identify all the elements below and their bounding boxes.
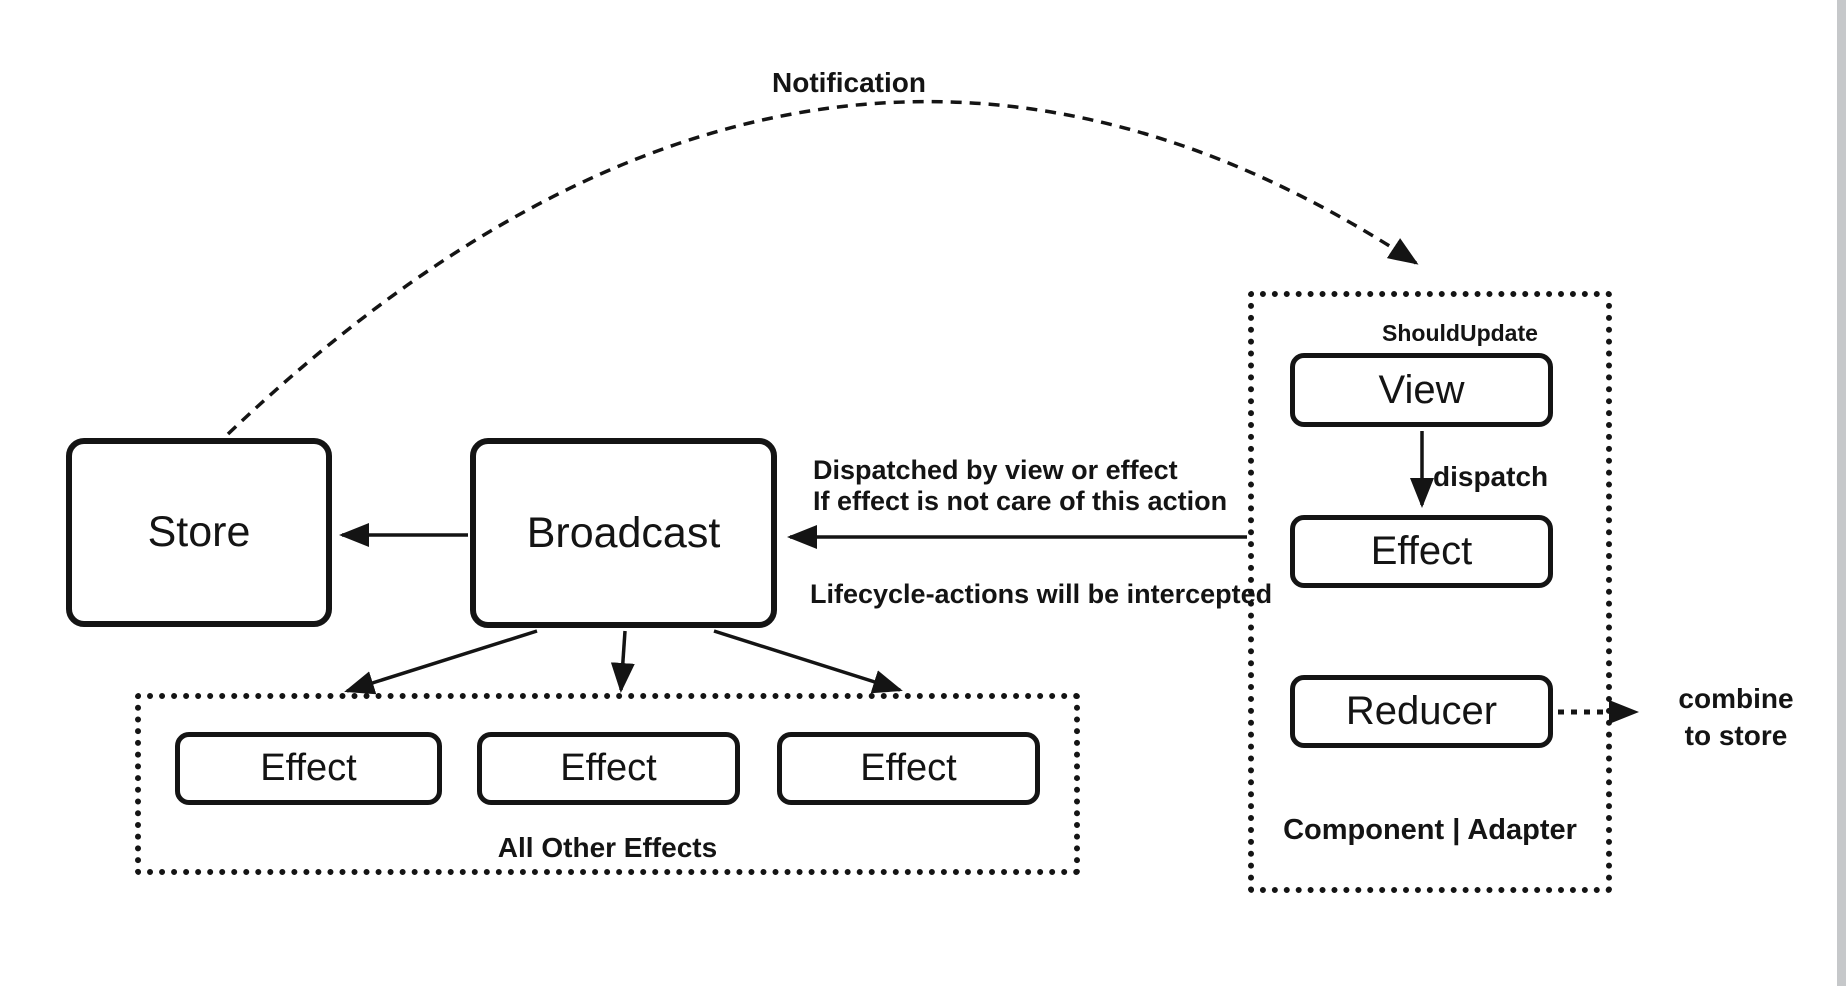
other-effect-box-2: Effect <box>477 732 740 805</box>
component-adapter-group <box>1248 291 1612 893</box>
reducer-label: Reducer <box>1345 689 1498 733</box>
dispatched-annotation-line1: Dispatched by view or effect <box>813 455 1178 485</box>
other-effect-label-1: Effect <box>260 747 357 789</box>
dispatch-label: dispatch <box>1433 461 1549 492</box>
broadcast-box: Broadcast <box>470 438 777 628</box>
view-box: View <box>1290 353 1553 427</box>
other-effect-box-3: Effect <box>777 732 1040 805</box>
broadcast-to-effect2-arrow <box>610 630 635 693</box>
combine-to-store-annotation: combine to store <box>1656 680 1816 754</box>
store-box: Store <box>66 438 332 627</box>
broadcast-label: Broadcast <box>526 508 721 557</box>
view-label: View <box>1378 367 1465 412</box>
combine-line2: to store <box>1684 720 1788 751</box>
broadcast-to-effect1-arrow <box>344 629 538 695</box>
dispatched-annotation-line2: If effect is not care of this action <box>813 486 1228 516</box>
lifecycle-annotation: Lifecycle-actions will be intercepted <box>810 579 1273 609</box>
dispatched-annotation: Dispatched by view or effect If effect i… <box>813 455 1227 517</box>
reducer-box: Reducer <box>1290 675 1553 748</box>
all-other-effects-group <box>135 693 1080 875</box>
component-adapter-caption: Component | Adapter <box>1283 814 1577 846</box>
component-effect-box: Effect <box>1290 515 1553 588</box>
store-label: Store <box>147 508 251 556</box>
combine-line1: combine <box>1678 683 1794 714</box>
other-effect-box-1: Effect <box>175 732 442 805</box>
should-update-label: ShouldUpdate <box>1382 320 1538 346</box>
broadcast-to-effect3-arrow <box>713 629 903 694</box>
all-other-effects-title: All Other Effects <box>497 832 718 863</box>
other-effect-label-2: Effect <box>560 747 657 789</box>
other-effect-label-3: Effect <box>860 747 957 789</box>
notification-dashed-curve-arrow <box>226 99 1419 436</box>
component-effect-label: Effect <box>1370 529 1473 573</box>
right-edge-strip <box>1837 0 1846 986</box>
notification-label: Notification <box>772 67 926 98</box>
